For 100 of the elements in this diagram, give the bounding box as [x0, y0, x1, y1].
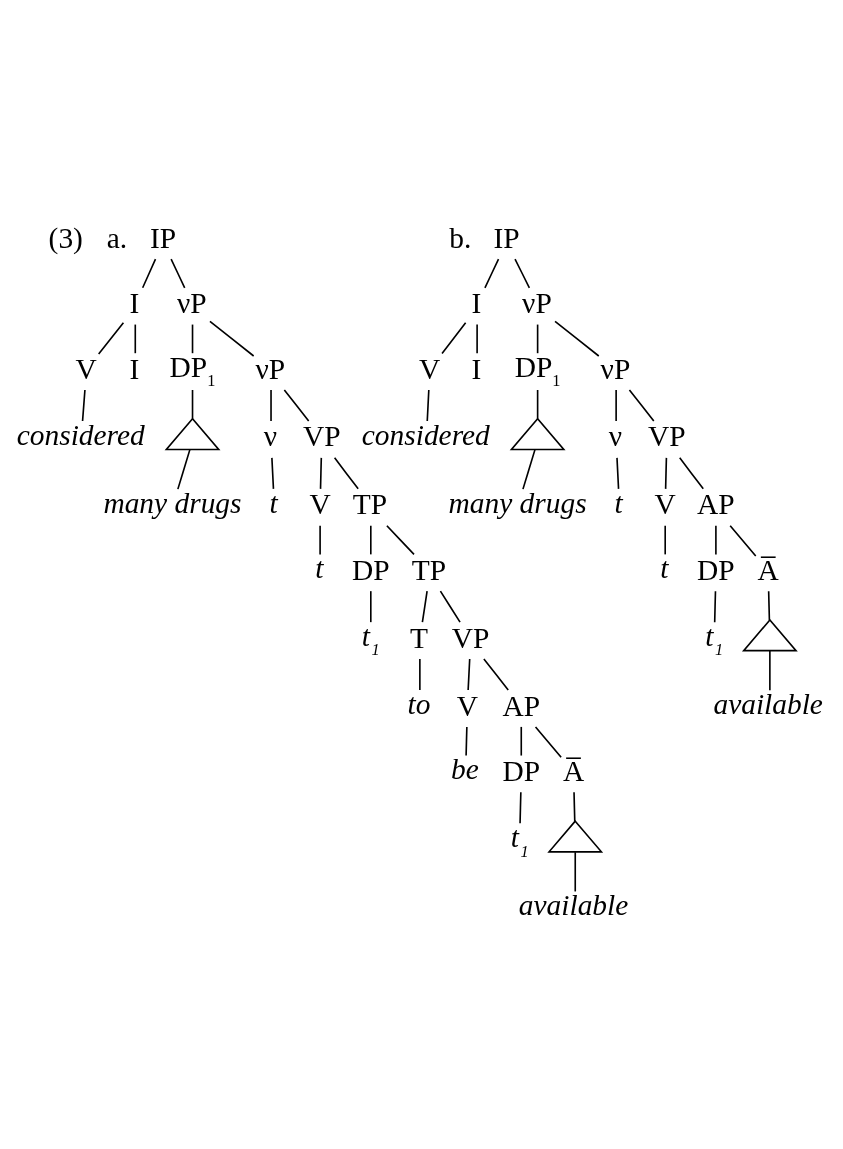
connector: [333, 456, 359, 490]
node-text: available: [713, 687, 823, 720]
node-text: TP: [352, 487, 388, 520]
node-text: νP: [255, 352, 286, 385]
node-text: considered: [361, 418, 490, 451]
node-text: T: [410, 621, 429, 654]
connector: [421, 589, 428, 623]
node-text: V: [654, 487, 676, 520]
connector: [476, 323, 478, 354]
node-text: DP$_{1}$: [169, 350, 216, 390]
node-text: TP: [411, 553, 447, 586]
node-text: be: [450, 752, 479, 785]
connector: [81, 388, 86, 422]
node-text: DP$_{1}$: [514, 350, 561, 390]
node-text: ν: [608, 419, 623, 452]
connector: [484, 257, 500, 289]
node-text: t: [614, 486, 623, 519]
label: a.: [106, 221, 128, 254]
connector: [191, 323, 194, 354]
connector: [483, 657, 510, 691]
node-text: considered: [16, 418, 145, 451]
node-text: VP: [302, 419, 341, 452]
connector: [141, 257, 157, 289]
connector: [522, 448, 536, 490]
node-triangle: [547, 819, 604, 853]
connector: [519, 791, 522, 824]
connector: [514, 257, 531, 289]
connector: [616, 456, 620, 490]
node-text: ν: [263, 419, 277, 452]
connector: [520, 725, 523, 756]
connector: [769, 649, 771, 691]
node-triangle: [741, 618, 798, 651]
connector: [283, 388, 310, 422]
node-text: V: [75, 352, 97, 385]
connector: [465, 725, 468, 756]
node-text: V: [419, 352, 441, 385]
node-text: I: [129, 352, 140, 385]
connector: [209, 320, 255, 357]
connector: [177, 448, 191, 490]
connector: [615, 388, 617, 422]
connector: [319, 456, 323, 490]
connector: [426, 388, 430, 422]
node-text: DP: [697, 553, 735, 586]
connector: [534, 725, 562, 758]
node-text: IP: [150, 221, 177, 254]
connector: [573, 791, 576, 822]
node-text: IP: [493, 221, 520, 254]
node-text: t: [269, 486, 278, 519]
connector: [574, 850, 577, 892]
node-text: AP: [697, 487, 735, 520]
connector: [370, 589, 372, 623]
node-text: t: [660, 551, 669, 584]
connector: [713, 589, 717, 623]
node-triangle: [164, 417, 221, 450]
connector: [467, 657, 471, 691]
connector: [170, 257, 186, 289]
connector: [767, 589, 771, 621]
connector: [729, 524, 757, 557]
node-text: νP: [522, 286, 552, 319]
connector: [554, 320, 600, 357]
connector: [319, 524, 321, 555]
node-text: to: [407, 687, 431, 720]
connector: [97, 321, 125, 355]
node-text: t: [315, 551, 324, 584]
node-text: I: [471, 352, 482, 385]
node-text: A̅: [757, 553, 779, 586]
label: b.: [449, 221, 472, 254]
node-text: available: [518, 888, 629, 921]
connector: [439, 589, 461, 623]
connector: [715, 524, 717, 555]
node-triangle: [509, 417, 566, 450]
connector: [271, 456, 275, 490]
node-text: V: [309, 487, 331, 520]
label: (3): [48, 221, 83, 254]
connector: [270, 388, 272, 422]
connector: [536, 323, 539, 354]
node-text: AP: [502, 688, 541, 721]
node-text: A̅: [562, 754, 585, 787]
connector: [664, 524, 666, 555]
connector: [628, 388, 655, 422]
node-text: DP: [502, 754, 541, 787]
node-text: I: [129, 286, 140, 319]
node-text: VP: [648, 419, 686, 452]
node-text: DP: [351, 553, 390, 586]
node-text: VP: [451, 621, 490, 654]
connector: [191, 388, 194, 420]
connector: [441, 321, 467, 354]
connector: [419, 657, 421, 691]
connector: [678, 456, 705, 490]
node-text: many drugs: [103, 486, 242, 519]
node-text: νP: [600, 352, 631, 385]
node-text: t$_{1}$: [361, 619, 380, 659]
connector: [664, 456, 668, 490]
node-text: t$_{1}$: [510, 820, 529, 861]
connector: [536, 388, 539, 420]
node-text: I: [471, 286, 482, 319]
node-text: νP: [176, 286, 207, 319]
node-text: t$_{1}$: [705, 619, 724, 659]
connector: [370, 524, 372, 555]
connector: [386, 524, 415, 555]
